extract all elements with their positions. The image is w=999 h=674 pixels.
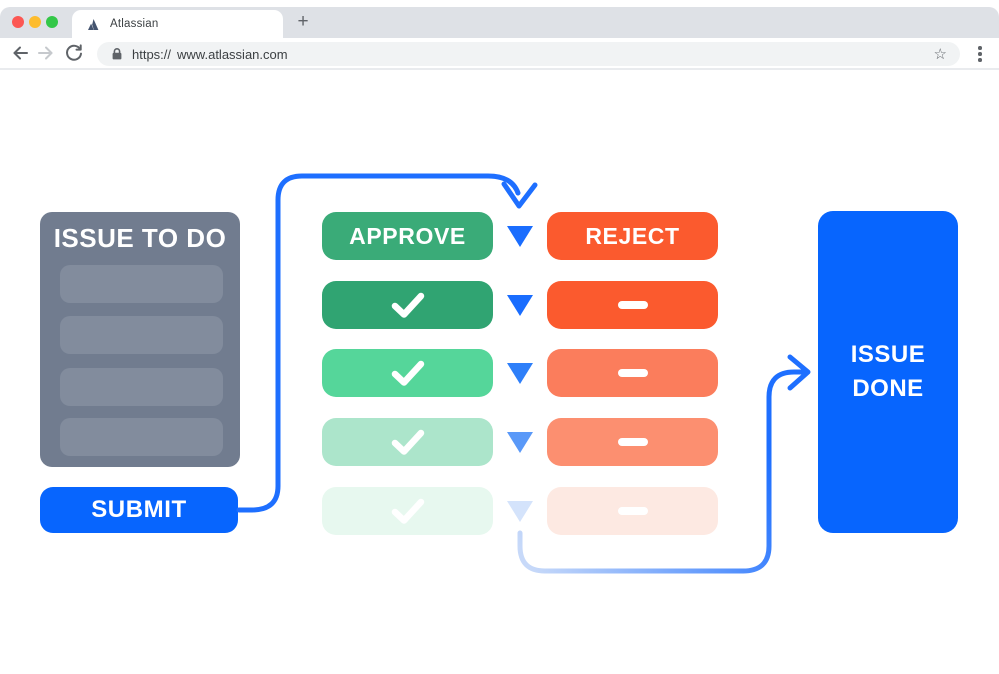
reload-icon[interactable] [62,41,86,65]
check-icon [390,292,426,318]
minimize-window-button[interactable] [29,16,41,28]
browser-menu-icon[interactable] [976,46,984,63]
approve-step-cell [322,487,493,535]
atlassian-favicon-icon [85,17,100,32]
url-host: www.atlassian.com [177,46,288,62]
reject-step-cell [547,418,718,466]
approve-step-cell [322,281,493,329]
todo-placeholder-row [60,316,223,354]
issue-todo-title: ISSUE TO DO [53,223,227,253]
check-icon [390,429,426,455]
page-content: ISSUE TO DO SUBMIT APPROVE REJECT [0,71,999,674]
issue-done-card: ISSUE DONE [818,211,958,533]
zoom-window-button[interactable] [46,16,58,28]
close-window-button[interactable] [12,16,24,28]
dash-icon [617,438,648,446]
new-tab-button[interactable]: + [297,11,309,32]
todo-placeholder-row [60,368,223,406]
address-bar[interactable]: https:// www.atlassian.com ☆ [97,42,960,66]
approve-step-cell [322,349,493,397]
tab-strip: Atlassian + [0,7,999,38]
approve-step-cell [322,418,493,466]
flow-triangle-icon [507,363,533,384]
reject-button[interactable]: REJECT [547,212,718,260]
issue-done-line1: ISSUE [850,341,926,369]
issue-todo-card: ISSUE TO DO [40,212,240,467]
check-icon [390,360,426,386]
browser-tab-atlassian[interactable]: Atlassian [72,10,283,38]
todo-placeholder-row [60,418,223,456]
dash-icon [617,301,648,309]
browser-toolbar: https:// www.atlassian.com ☆ [0,38,999,70]
lock-icon[interactable] [111,47,123,61]
bookmark-star-icon[interactable]: ☆ [933,45,947,63]
reject-step-cell [547,349,718,397]
flow-triangle-icon [507,226,533,247]
forward-icon[interactable] [34,41,58,65]
dash-icon [617,507,648,515]
check-icon [390,498,426,524]
tab-title: Atlassian [110,18,159,30]
flow-triangle-icon [507,501,533,522]
todo-placeholder-row [60,265,223,303]
reject-step-cell [547,487,718,535]
back-icon[interactable] [8,41,32,65]
submit-button[interactable]: SUBMIT [40,487,238,533]
issue-done-line2: DONE [852,375,924,402]
reject-step-cell [547,281,718,329]
flow-triangle-icon [507,295,533,316]
approve-button[interactable]: APPROVE [322,212,493,260]
flow-triangle-icon [507,432,533,453]
dash-icon [617,369,648,377]
url-scheme: https:// [132,46,172,62]
